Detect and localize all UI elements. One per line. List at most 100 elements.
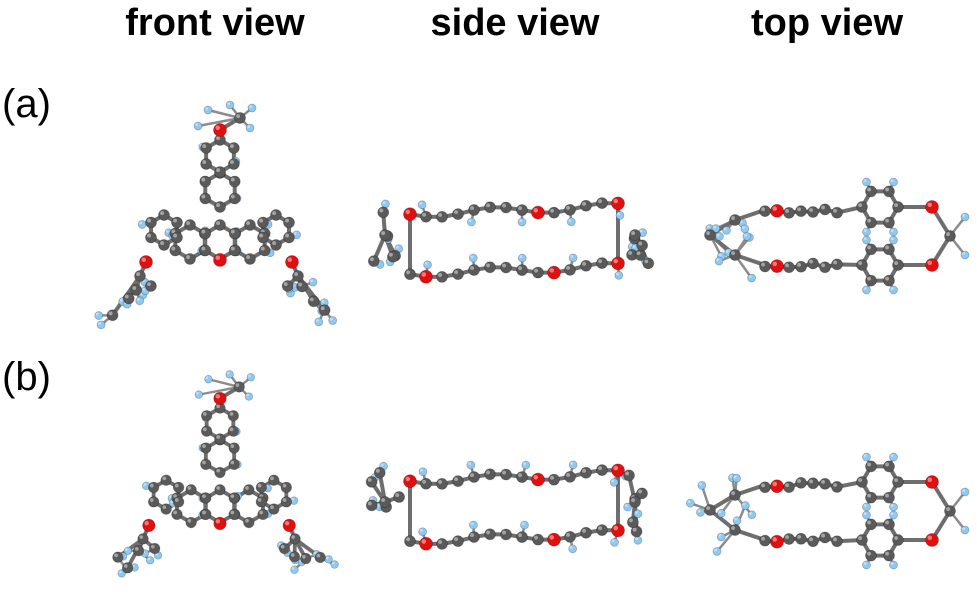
atom-highlight xyxy=(406,537,410,542)
atom-highlight xyxy=(230,160,234,164)
carbon-atom xyxy=(227,410,240,422)
oxygen-atom xyxy=(925,475,939,489)
atom-highlight xyxy=(613,465,618,471)
carbon-atom xyxy=(158,239,170,251)
hydrogen-atom xyxy=(696,507,705,517)
oxygen-atom xyxy=(403,207,417,222)
carbon-atom xyxy=(132,545,145,557)
atom-highlight xyxy=(230,194,235,199)
hydrogen-atom xyxy=(246,373,256,382)
hydrogen-atom xyxy=(614,270,624,280)
carbon-atom xyxy=(145,216,157,229)
carbon-atom xyxy=(580,466,592,479)
atom-highlight xyxy=(123,564,128,568)
atom-highlight xyxy=(125,548,128,551)
carbon-atom xyxy=(596,524,608,536)
carbon-atom xyxy=(280,496,293,508)
atom-highlight xyxy=(502,530,506,535)
carbon-atom xyxy=(243,516,255,529)
atom-highlight xyxy=(160,211,164,215)
atom-highlight xyxy=(519,219,522,223)
atom-highlight xyxy=(549,535,554,540)
atom-highlight xyxy=(714,548,718,552)
carbon-atom xyxy=(318,304,331,317)
atom-highlight xyxy=(325,556,329,560)
atom-highlight xyxy=(927,535,932,540)
atom-highlight xyxy=(202,144,207,148)
carbon-atom xyxy=(296,280,308,293)
carbon-atom xyxy=(883,243,895,256)
carbon-atom xyxy=(227,158,240,170)
hydrogen-atom xyxy=(862,510,871,520)
atom-highlight xyxy=(375,468,380,473)
atom-highlight xyxy=(216,168,220,172)
carbon-atom xyxy=(404,535,416,548)
atom-highlight xyxy=(962,252,965,255)
carbon-atom xyxy=(171,216,183,229)
atom-highlight xyxy=(235,383,240,387)
atom-highlight xyxy=(632,245,636,248)
atom-highlight xyxy=(550,208,554,213)
hydrogen-atom xyxy=(889,177,898,187)
carbon-atom xyxy=(144,280,157,292)
atom-highlight xyxy=(114,553,118,558)
atom-highlight xyxy=(890,229,894,232)
atom-highlight xyxy=(259,218,264,223)
atom-highlight xyxy=(470,533,474,538)
atom-highlight xyxy=(136,297,140,301)
carbon-atom xyxy=(704,229,716,241)
atom-highlight xyxy=(772,206,777,211)
hydrogen-atom xyxy=(466,460,476,470)
hydrogen-atom xyxy=(732,516,742,526)
oxygen-atom xyxy=(770,259,784,274)
atom-highlight xyxy=(438,480,442,484)
carbon-atom xyxy=(147,481,160,494)
carbon-atom xyxy=(892,259,904,271)
oxygen-atom xyxy=(531,472,545,487)
atom-highlight xyxy=(946,507,950,511)
hydrogen-atom xyxy=(862,560,871,570)
atom-highlight xyxy=(833,260,837,265)
carbon-atom xyxy=(596,257,608,269)
molecule-a-front-view xyxy=(80,90,360,352)
bond xyxy=(197,385,241,396)
atom-highlight xyxy=(566,472,570,477)
carbon-atom xyxy=(172,496,185,508)
carbon-atom xyxy=(280,481,293,494)
carbon-atom xyxy=(199,175,212,188)
carbon-atom xyxy=(484,528,496,541)
atom-highlight xyxy=(298,282,303,287)
carbon-atom xyxy=(228,175,241,188)
atom-highlight xyxy=(821,479,825,484)
atom-highlight xyxy=(569,546,573,549)
carbon-atom xyxy=(636,487,648,500)
atom-highlight xyxy=(215,519,221,524)
atom-highlight xyxy=(946,232,950,236)
atom-highlight xyxy=(468,462,471,466)
atom-highlight xyxy=(734,517,738,521)
carbon-atom xyxy=(795,476,807,489)
carbon-atom xyxy=(865,460,877,473)
atom-highlight xyxy=(534,535,538,540)
atom-highlight xyxy=(315,319,319,322)
carbon-atom xyxy=(629,496,641,508)
atom-highlight xyxy=(718,510,722,514)
carbon-atom xyxy=(807,535,819,548)
carbon-atom xyxy=(200,458,212,471)
atom-highlight xyxy=(636,251,641,256)
hydrogen-atom xyxy=(423,260,432,270)
carbon-atom xyxy=(228,492,240,504)
atom-highlight xyxy=(149,498,154,502)
atom-highlight xyxy=(716,233,720,237)
atom-highlight xyxy=(205,376,209,380)
atom-highlight xyxy=(885,187,889,192)
atom-highlight xyxy=(772,481,777,487)
atom-highlight xyxy=(785,483,789,488)
hydrogen-atom xyxy=(566,217,576,227)
oxygen-atom xyxy=(611,256,625,271)
carbon-atom xyxy=(596,464,608,476)
atom-highlight xyxy=(533,208,538,213)
atom-highlight xyxy=(246,221,250,225)
hydrogen-atom xyxy=(94,311,104,320)
atom-highlight xyxy=(216,136,220,140)
